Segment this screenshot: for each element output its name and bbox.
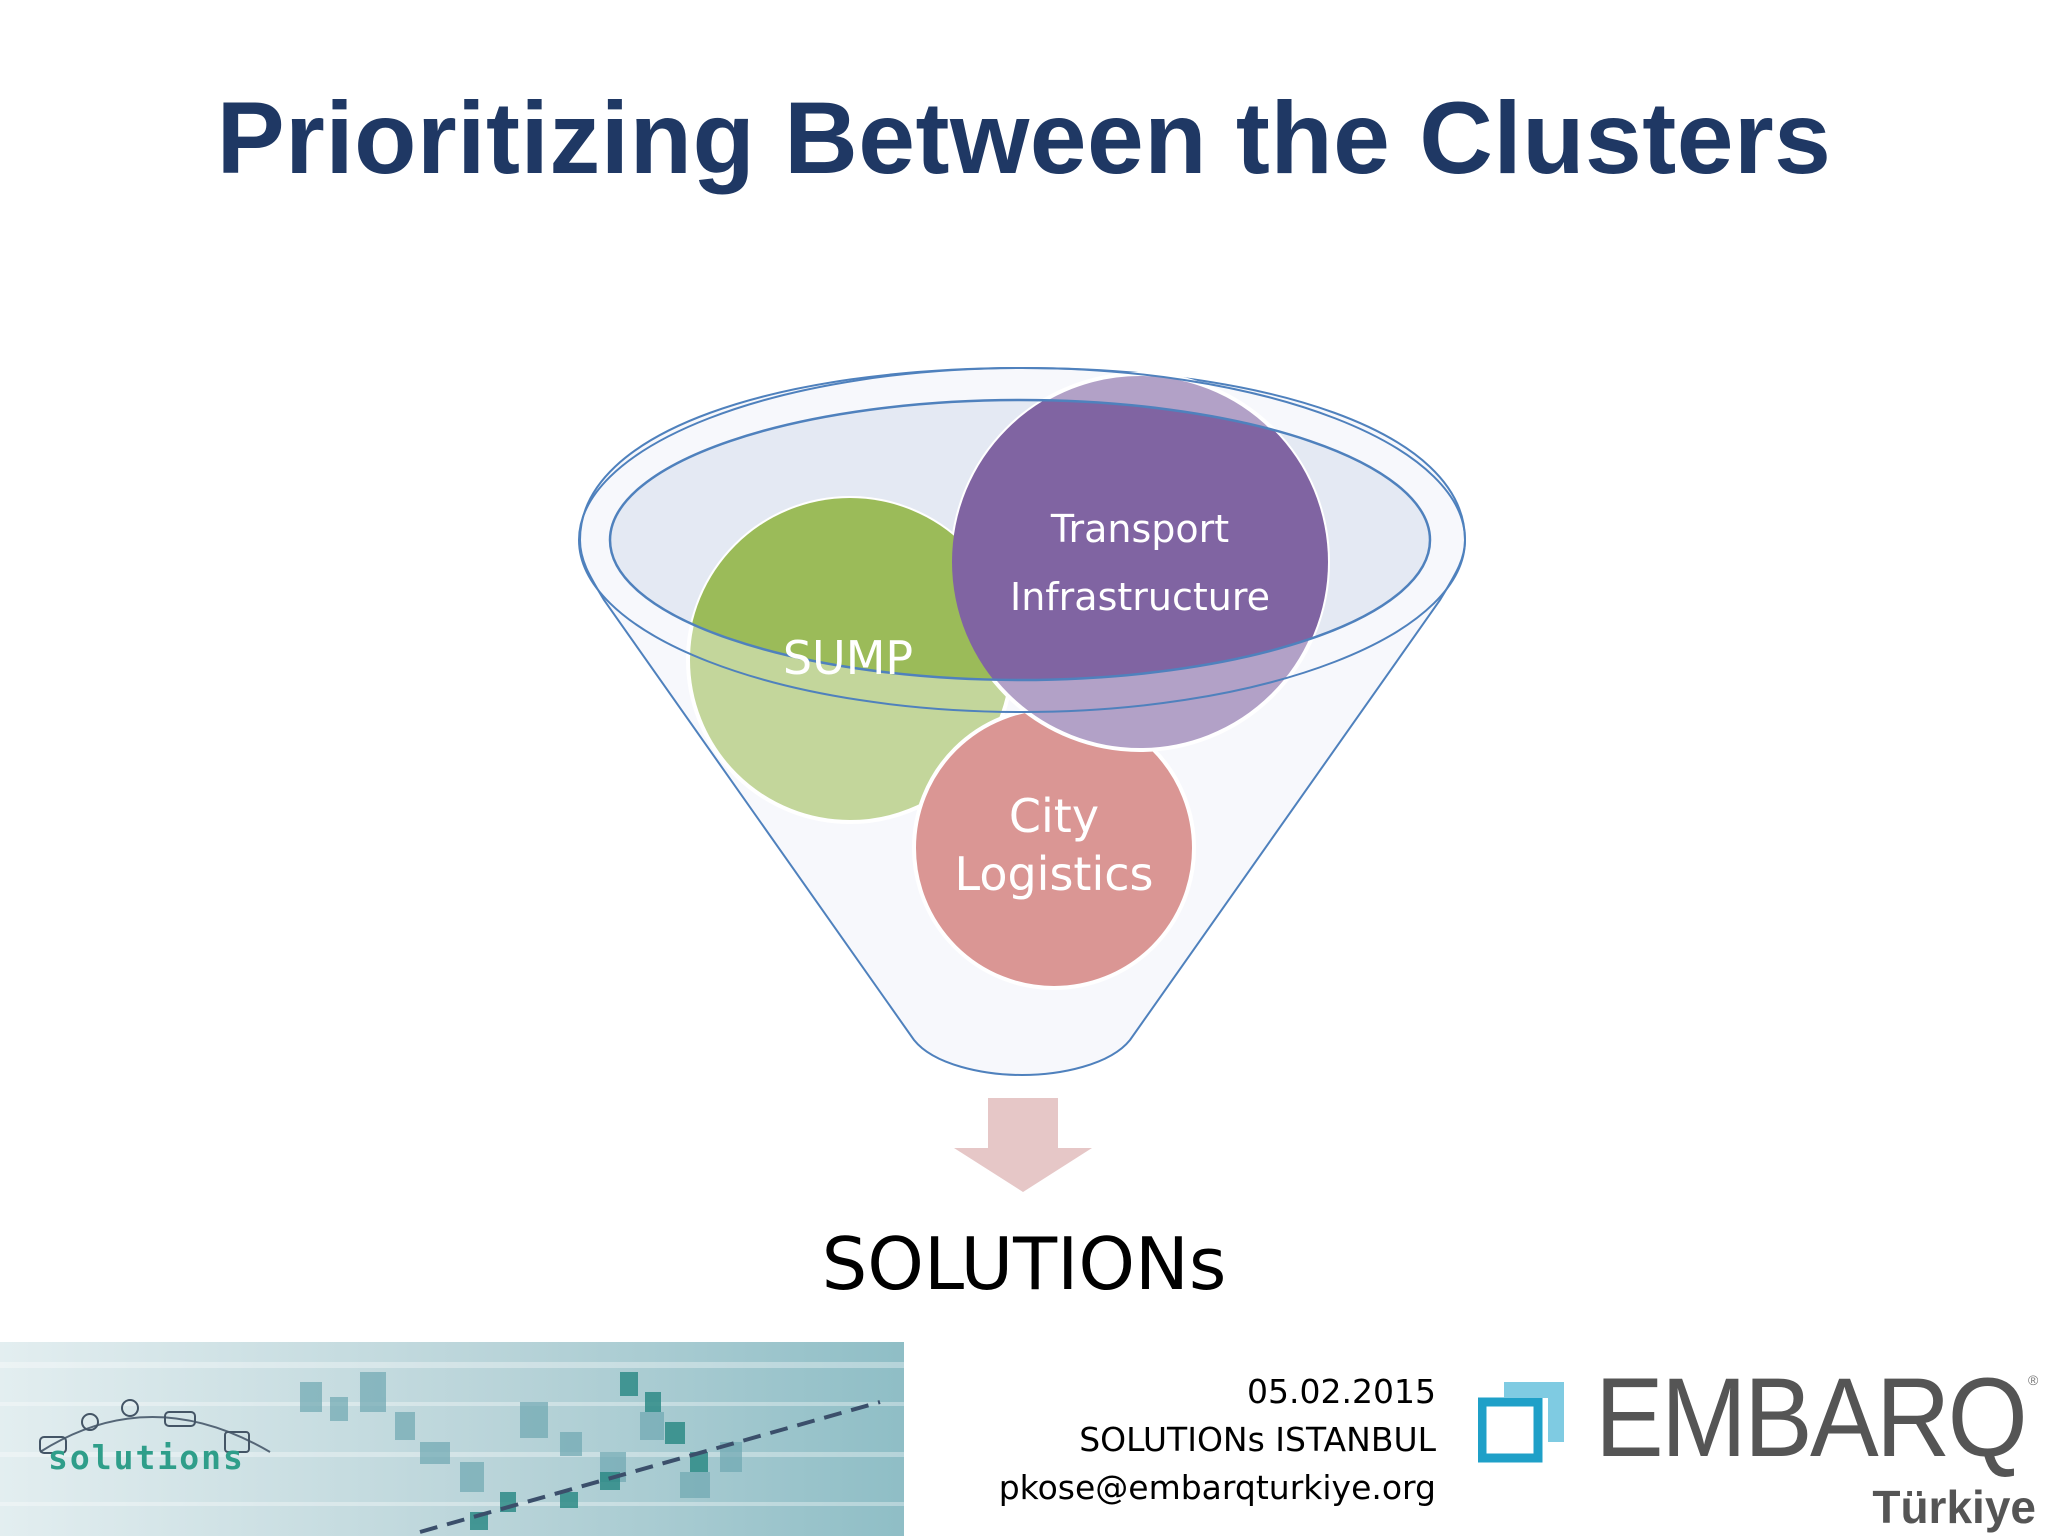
footer-email: pkose@embarqturkiye.org xyxy=(999,1464,1436,1512)
outcome-label: SOLUTIONs xyxy=(0,1222,2048,1306)
footer-info: 05.02.2015 SOLUTIONs ISTANBUL pkose@emba… xyxy=(999,1368,1436,1512)
down-arrow-icon xyxy=(954,1098,1092,1192)
footer-event: SOLUTIONs ISTANBUL xyxy=(999,1416,1436,1464)
label-sump: SUMP xyxy=(783,631,913,685)
registered-mark: ® xyxy=(2028,1372,2038,1388)
banner-logo-text: solutions xyxy=(48,1438,245,1477)
footer-date: 05.02.2015 xyxy=(999,1368,1436,1416)
label-logistics: Logistics xyxy=(955,847,1154,901)
label-transport: Transport xyxy=(1050,507,1229,551)
label-infrastructure: Infrastructure xyxy=(1010,575,1270,619)
embarq-logo-text: EMBARQ xyxy=(1595,1362,2025,1474)
embarq-logo-subtext: Türkiye xyxy=(1872,1480,2036,1534)
label-city: City xyxy=(1009,789,1099,843)
